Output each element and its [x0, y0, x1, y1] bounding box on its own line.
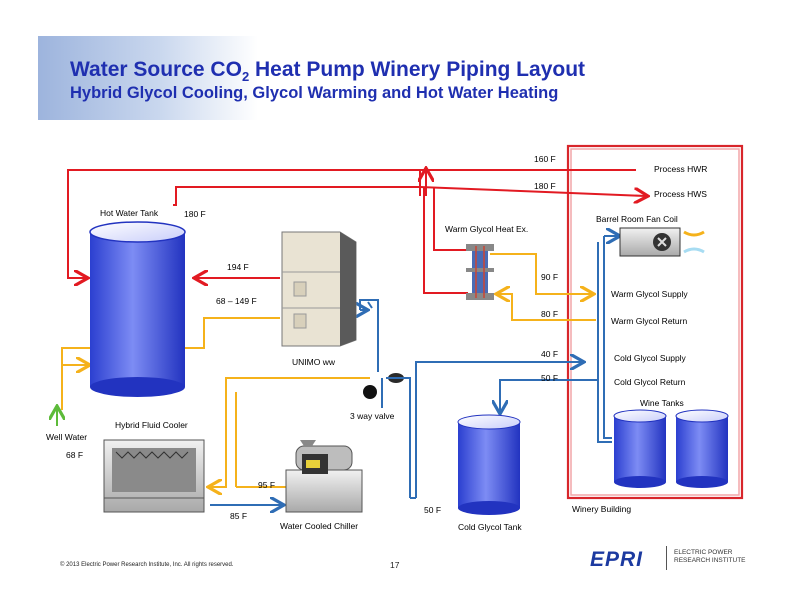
epri-logo-text: ELECTRIC POWER RESEARCH INSTITUTE	[674, 549, 746, 564]
title-band	[38, 36, 258, 120]
warm-glycol-heat-exchanger	[466, 244, 494, 300]
copyright-footer: © 2013 Electric Power Research Institute…	[60, 562, 234, 568]
label-barrel-room-fan-coil: Barrel Room Fan Coil	[596, 214, 678, 224]
temp-68-149: 68 – 149 F	[216, 296, 257, 306]
hot-water-piping	[67, 170, 646, 294]
temp-194: 194 F	[227, 262, 249, 272]
logo-divider	[666, 546, 667, 570]
label-cold-glycol-tank: Cold Glycol Tank	[458, 522, 522, 532]
hybrid-fluid-cooler	[103, 439, 205, 513]
temp-68: 68 F	[66, 450, 83, 460]
temp-85: 85 F	[230, 511, 247, 521]
hot-water-tank	[89, 221, 186, 397]
temp-180-top: 180 F	[534, 181, 556, 191]
label-warm-glycol-return: Warm Glycol Return	[611, 316, 687, 326]
page-subtitle: Hybrid Glycol Cooling, Glycol Warming an…	[70, 84, 559, 102]
label-process-hwr: Process HWR	[654, 164, 707, 174]
label-hot-water-tank: Hot Water Tank	[100, 208, 159, 218]
cold-glycol-tank	[457, 414, 521, 515]
label-well-water: Well Water	[46, 432, 87, 442]
unimo-heat-pump	[281, 231, 357, 347]
three-way-valve	[363, 373, 406, 399]
label-warm-glycol-supply: Warm Glycol Supply	[611, 289, 688, 299]
page-title: Water Source CO2 Heat Pump Winery Piping…	[70, 58, 586, 85]
temp-50-bottom: 50 F	[424, 505, 441, 515]
barrel-room-fan-coil	[619, 227, 705, 257]
label-process-hws: Process HWS	[654, 189, 707, 199]
temp-90: 90 F	[541, 272, 558, 282]
label-unimo: UNIMO ww	[292, 357, 336, 367]
temp-40: 40 F	[541, 349, 558, 359]
label-warm-glycol-hx: Warm Glycol Heat Ex.	[445, 224, 528, 234]
winery-building-outline	[566, 144, 744, 500]
label-cold-glycol-return: Cold Glycol Return	[614, 377, 686, 387]
label-cold-glycol-supply: Cold Glycol Supply	[614, 353, 687, 363]
label-hybrid-fluid-cooler: Hybrid Fluid Cooler	[115, 420, 188, 430]
epri-logo-mark: EPRI	[590, 548, 644, 571]
label-water-cooled-chiller: Water Cooled Chiller	[280, 521, 358, 531]
label-three-way-valve: 3 way valve	[350, 411, 395, 421]
temp-95: 95 F	[258, 480, 275, 490]
wine-tanks	[613, 409, 729, 488]
page-number: 17	[390, 560, 400, 570]
label-wine-tanks: Wine Tanks	[640, 398, 684, 408]
temp-180-tank: 180 F	[184, 209, 206, 219]
label-winery-building: Winery Building	[572, 504, 631, 514]
epri-logo: EPRI ELECTRIC POWER RESEARCH INSTITUTE	[590, 546, 750, 572]
temp-80: 80 F	[541, 309, 558, 319]
warm-glycol-piping	[61, 253, 596, 487]
water-cooled-chiller	[285, 440, 363, 513]
temp-160: 160 F	[534, 154, 556, 164]
temp-50-right: 50 F	[541, 373, 558, 383]
diagram-labels: Hot Water Tank UNIMO ww 3 way valve Hybr…	[46, 154, 707, 532]
